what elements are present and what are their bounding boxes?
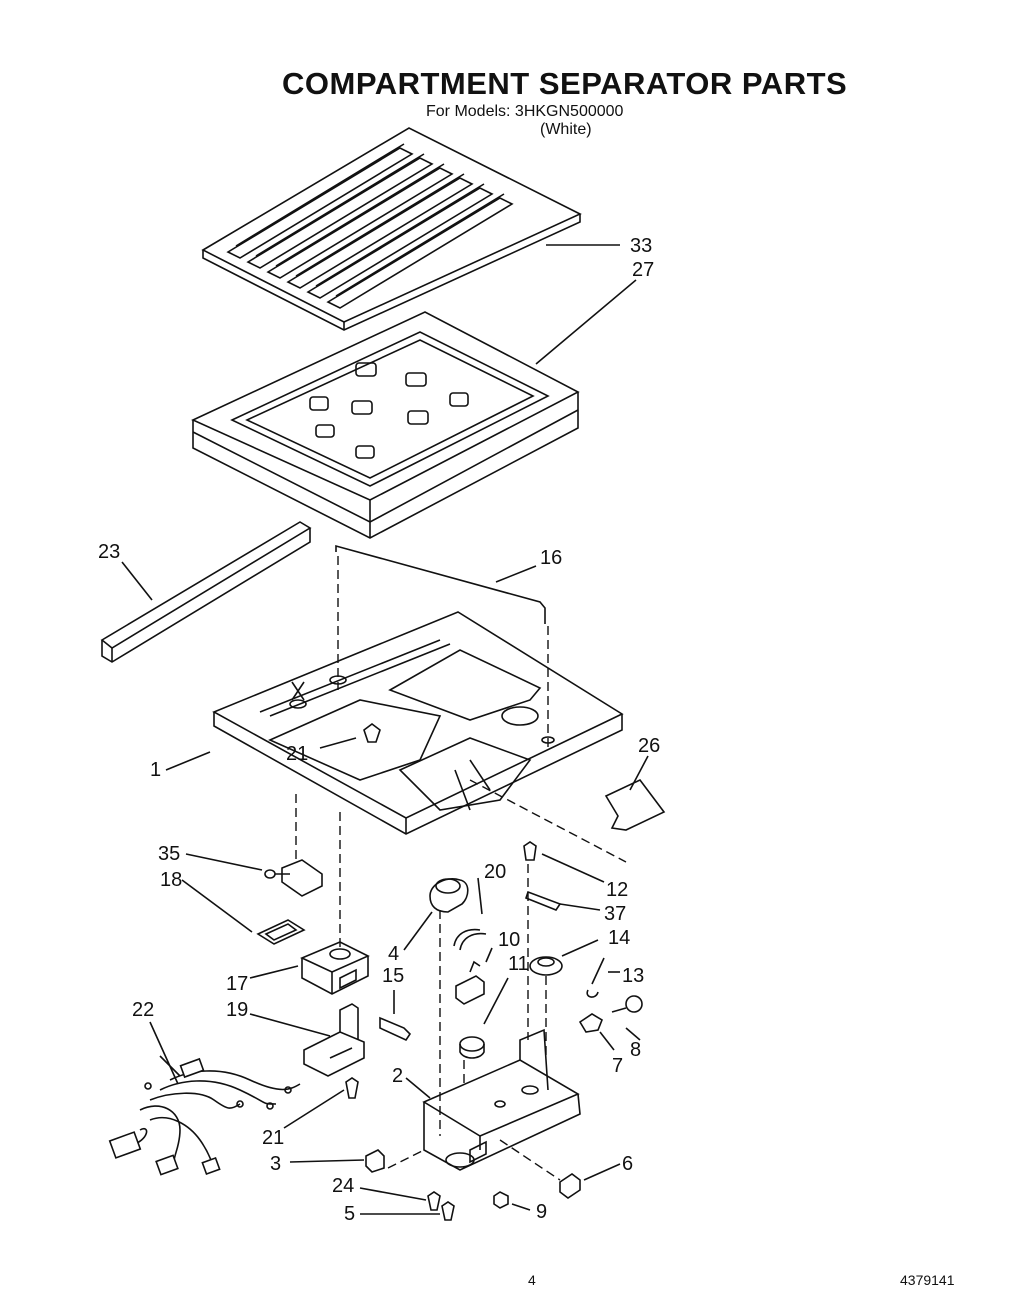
callout-6: 6 <box>622 1153 633 1175</box>
lamp-socket-part <box>578 1013 603 1033</box>
callout-35: 35 <box>158 843 180 865</box>
callout-18: 18 <box>160 869 182 891</box>
screw-part <box>345 723 381 1099</box>
control-housing-part <box>422 1028 581 1171</box>
light-bulb-part <box>611 995 643 1013</box>
screw-part-24 <box>427 1191 441 1211</box>
damper-gasket-part <box>256 919 306 945</box>
callout-2: 2 <box>392 1065 403 1087</box>
model-number: For Models: 3HKGN500000 <box>426 103 624 120</box>
assembly-guide-lines <box>295 556 627 1181</box>
wire-tube-part <box>335 544 546 624</box>
shelf-grille-part <box>201 127 582 331</box>
callout-24: 24 <box>332 1175 354 1197</box>
light-switch-part <box>455 960 485 1005</box>
separator-frame-part <box>191 311 580 539</box>
damper-housing-part <box>300 941 370 995</box>
callout-8: 8 <box>630 1039 641 1061</box>
callout-3: 3 <box>270 1153 281 1175</box>
callout-22: 22 <box>132 999 154 1021</box>
callout-1: 1 <box>150 759 161 781</box>
callout-16: 16 <box>540 547 562 569</box>
callout-labels: 33 27 23 16 1 21 26 35 18 12 20 37 4 10 … <box>98 235 660 1225</box>
callout-11: 11 <box>508 953 529 975</box>
insulation-pad-part <box>604 778 666 831</box>
callout-14: 14 <box>608 927 630 949</box>
callout-12: 12 <box>606 879 628 901</box>
light-socket-part <box>429 878 469 913</box>
damper-knob-part <box>264 859 323 897</box>
nut-part <box>493 1191 509 1209</box>
damper-bracket-part <box>303 1003 365 1077</box>
document-number: 4379141 <box>900 1272 955 1288</box>
callout-leaders <box>121 244 649 1215</box>
callout-9: 9 <box>536 1201 547 1223</box>
callout-17: 17 <box>226 973 248 995</box>
callout-13: 13 <box>622 965 644 987</box>
callout-26: 26 <box>638 735 660 757</box>
callout-37: 37 <box>604 903 626 925</box>
connector-part-6 <box>559 1173 581 1199</box>
callout-7: 7 <box>612 1055 623 1077</box>
screw-part-5 <box>441 1201 455 1221</box>
screw-part-12 <box>523 841 537 861</box>
connector-part-3 <box>365 1149 385 1173</box>
callout-20: 20 <box>484 861 506 883</box>
callout-5: 5 <box>344 1203 355 1225</box>
damper-control-part <box>529 956 563 976</box>
model-color: (White) <box>540 121 592 138</box>
callout-33: 33 <box>630 235 652 257</box>
tube-part <box>453 928 487 951</box>
callout-19: 19 <box>226 999 248 1021</box>
grommet-part <box>459 1036 485 1059</box>
callout-10: 10 <box>498 929 520 951</box>
callout-4: 4 <box>388 943 399 965</box>
capillary-tube-part <box>586 957 605 998</box>
page-number: 4 <box>528 1272 536 1288</box>
callout-27: 27 <box>632 259 654 281</box>
spacer-part <box>525 890 562 911</box>
drain-hose-part <box>379 1016 412 1042</box>
trim-strip-part <box>100 521 312 663</box>
separator-pan-part <box>212 611 624 835</box>
callout-21-upper: 21 <box>286 743 308 765</box>
callout-23: 23 <box>98 541 120 563</box>
callout-15: 15 <box>382 965 404 987</box>
callout-21-lower: 21 <box>262 1127 284 1149</box>
page-title: COMPARTMENT SEPARATOR PARTS <box>282 66 848 101</box>
